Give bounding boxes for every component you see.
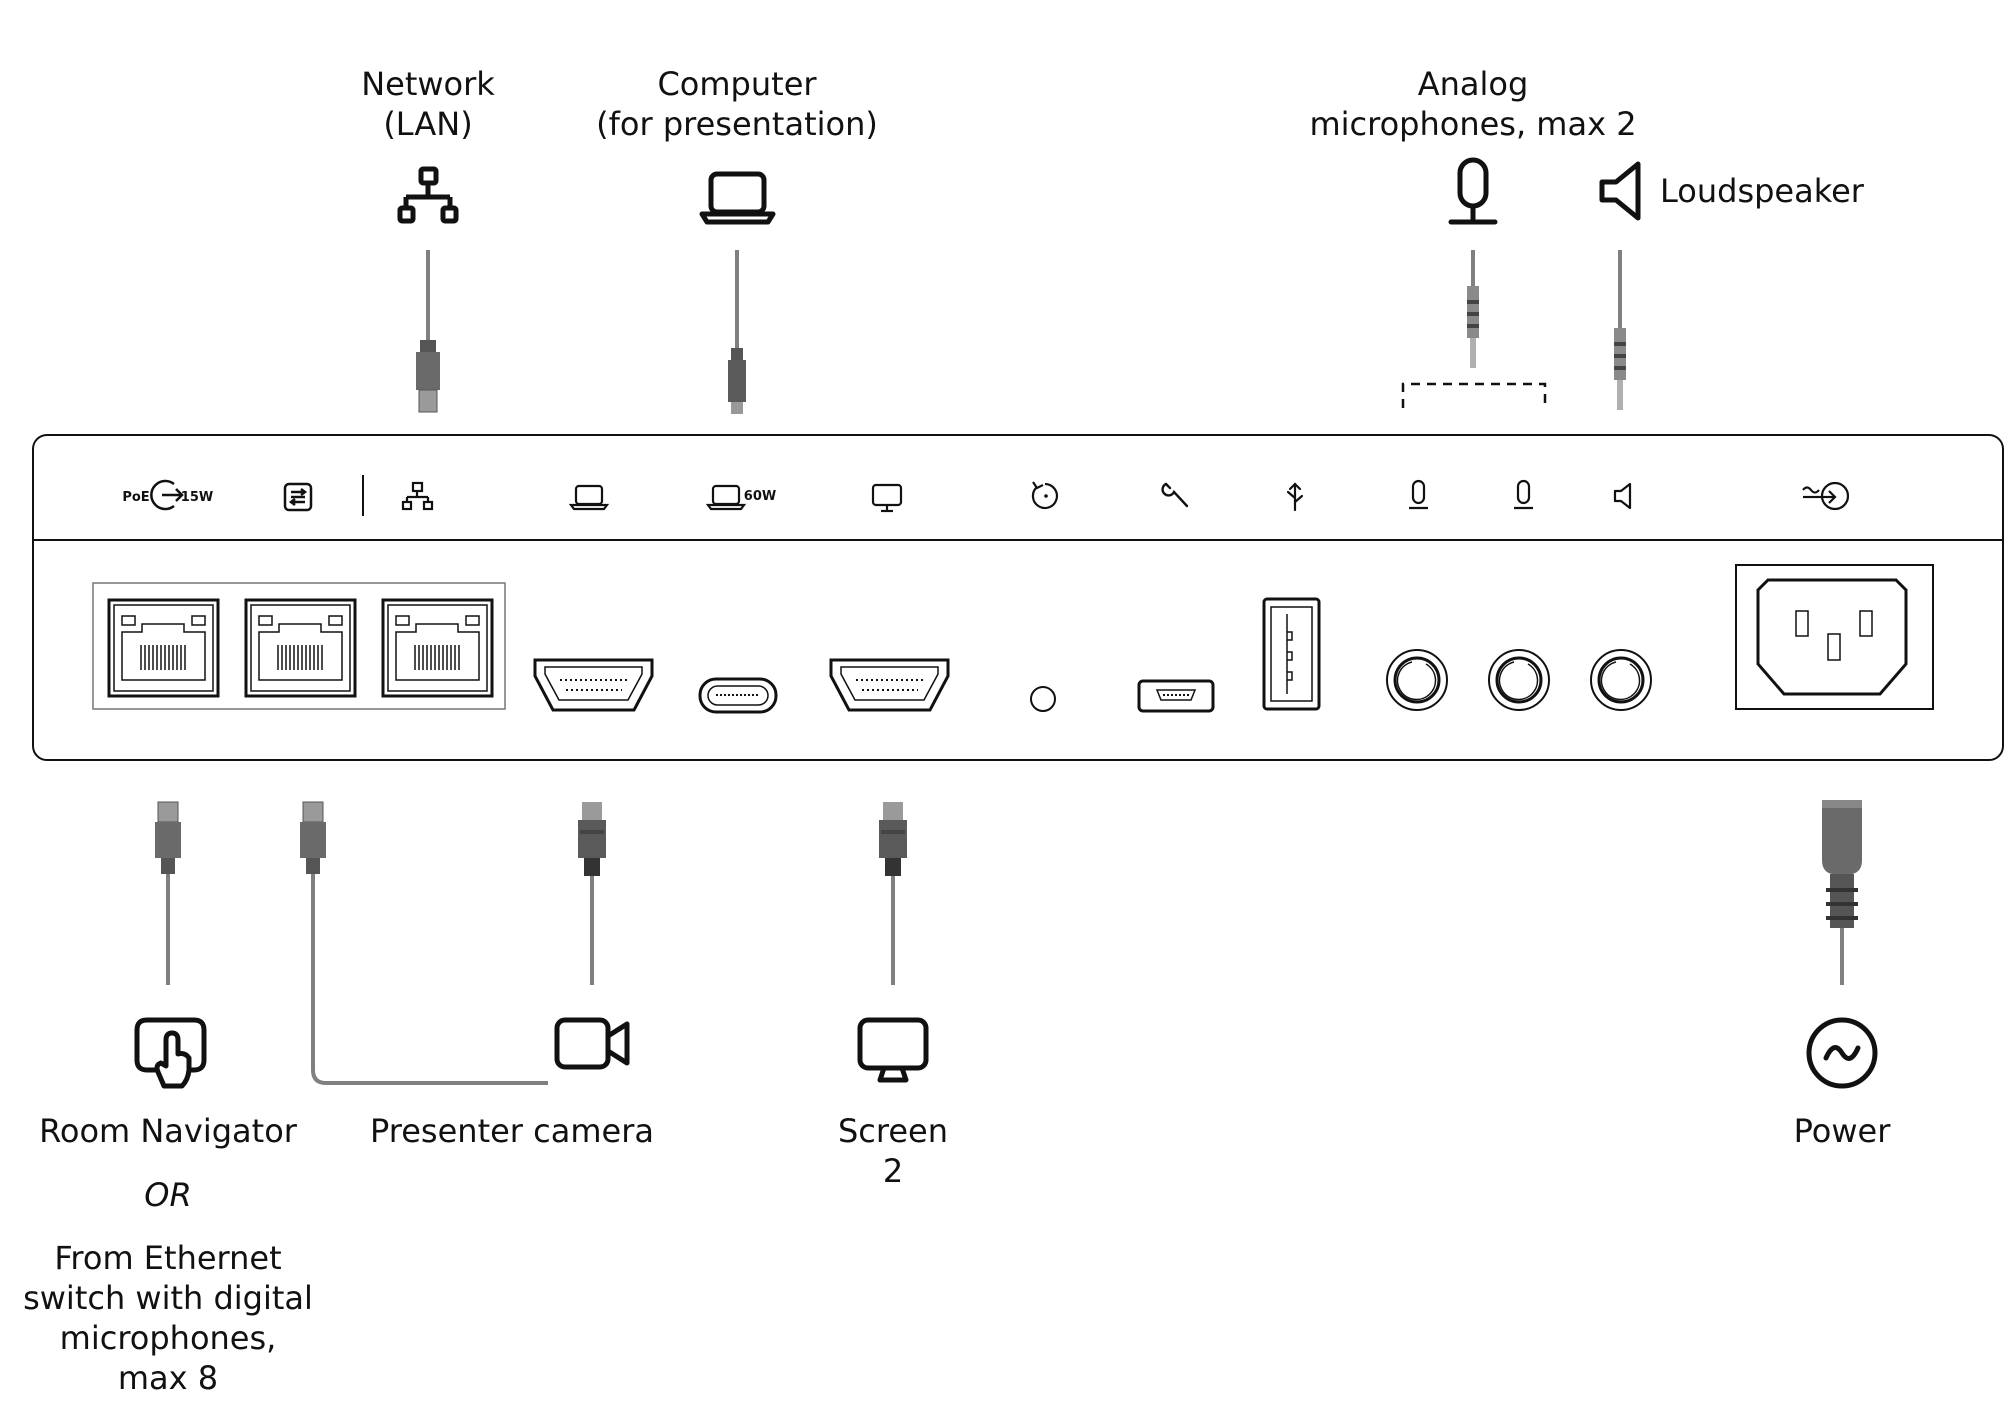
mic-jack-2 <box>1488 649 1550 711</box>
reset-button[interactable] <box>1030 686 1056 712</box>
speaker-jack-cable <box>1614 250 1626 410</box>
or-label: OR <box>144 1176 192 1214</box>
loudspeaker-label: Loudspeaker <box>1660 172 1864 210</box>
network-label: Network(LAN) <box>361 65 495 143</box>
panel-mic-2-icon <box>1514 479 1533 510</box>
usbc-watts-label: 60W <box>744 489 776 504</box>
camera-icon <box>554 1017 630 1070</box>
rj45-port-3 <box>381 598 494 698</box>
usbc-port <box>698 677 778 714</box>
power-label: Power <box>1793 1112 1891 1150</box>
poe-watts-label: 15W <box>181 490 213 505</box>
power-icon <box>1806 1017 1878 1089</box>
room-navigator-cable <box>155 801 181 985</box>
rj45-port-2 <box>244 598 357 698</box>
mic-jack-cable <box>1467 250 1479 368</box>
power-in-icon <box>1802 481 1850 511</box>
wrench-icon <box>1161 482 1189 508</box>
hdmi-out-port <box>829 658 950 712</box>
network-icon <box>397 166 459 224</box>
power-cable <box>1822 800 1862 985</box>
room-navigator-label: Room Navigator <box>39 1112 297 1150</box>
usb-icon <box>1286 482 1304 512</box>
mic-bracket <box>1401 382 1547 408</box>
panel-speaker-icon <box>1613 482 1632 510</box>
panel-network-icon <box>401 481 434 511</box>
switch-icon <box>283 482 313 512</box>
microphone-icon <box>1448 157 1498 225</box>
panel-laptop-icon <box>568 484 610 511</box>
monitor-icon <box>857 1017 929 1083</box>
reset-icon <box>1031 481 1059 510</box>
hdmi-in-cable <box>728 250 746 414</box>
micro-usb-port <box>1137 679 1215 713</box>
poe-arrow-icon <box>150 479 184 511</box>
laptop-icon <box>699 171 776 225</box>
panel-mic-1-icon <box>1409 479 1428 510</box>
presenter-camera-label: Presenter camera <box>370 1112 654 1150</box>
panel-monitor-icon <box>871 483 903 513</box>
speaker-jack <box>1590 649 1652 711</box>
hdmi-screen-cable <box>879 802 907 985</box>
loudspeaker-icon <box>1599 161 1641 221</box>
computer-label: Computer(for presentation) <box>596 65 878 143</box>
usb-a-port <box>1262 597 1321 711</box>
hdmi-camera-cable <box>578 802 606 985</box>
mic-jack-1 <box>1386 649 1448 711</box>
poe-label: PoE <box>122 490 149 505</box>
panel-usbc-laptop-icon <box>705 484 747 511</box>
presenter-camera-cable <box>300 801 548 1085</box>
lan-cable <box>416 250 440 413</box>
power-inlet <box>1735 564 1934 710</box>
touch-panel-icon <box>134 1017 207 1089</box>
rj45-port-1 <box>107 598 220 698</box>
hdmi-in-port <box>533 658 654 712</box>
codec-rear-panel: PoE 15W 60W <box>32 434 2004 761</box>
